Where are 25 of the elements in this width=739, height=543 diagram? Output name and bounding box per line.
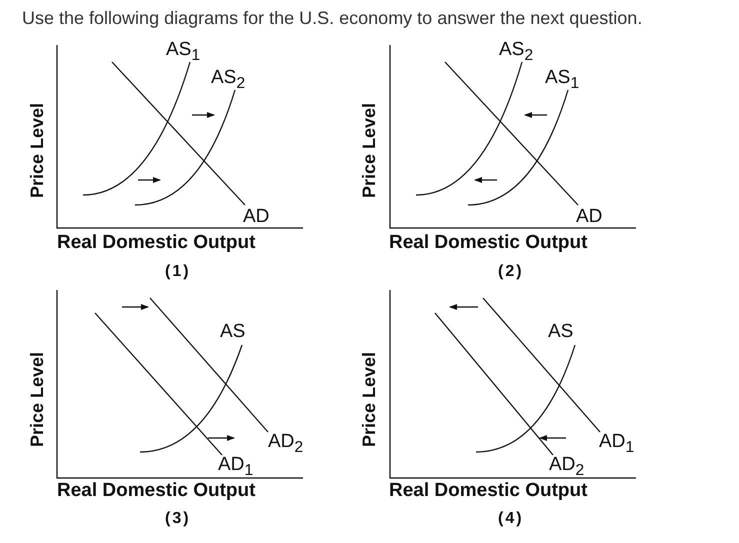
curve-label: AD$_{1}$ <box>599 432 634 456</box>
axis-label: Real Domestic Output <box>389 233 588 252</box>
curve-label: AD$_{2}$ <box>268 432 304 456</box>
curve-label: AS$_{2}$ <box>211 68 246 92</box>
panel-number: (3) <box>165 511 191 527</box>
panel-number: (2) <box>498 264 524 280</box>
curve-label: AS$_{1}$ <box>545 68 580 92</box>
curve-label: AD <box>243 207 270 226</box>
curve-label: AS <box>220 322 246 341</box>
axis-label: Real Domestic Output <box>389 481 588 500</box>
axis-label: Real Domestic Output <box>57 233 256 252</box>
curve-label: AS <box>548 322 574 341</box>
axis-label: Real Domestic Output <box>57 481 256 500</box>
axis-label: Price Level <box>28 352 46 447</box>
axis-label: Price Level <box>360 352 378 447</box>
question-text: Use the following diagrams for the U.S. economy to answer the next question. <box>22 8 642 29</box>
curve-label: AD <box>576 207 602 226</box>
axis-label: Price Level <box>28 102 46 198</box>
curve-label: AS$_{1}$ <box>166 40 200 64</box>
curve-label: AS$_{2}$ <box>499 40 534 64</box>
curve-label: AD$_{1}$ <box>218 455 254 479</box>
panel-number: (1) <box>165 264 191 280</box>
panel-number: (4) <box>498 511 524 527</box>
axis-label: Price Level <box>360 102 378 198</box>
curve-label: AD$_{2}$ <box>549 455 584 479</box>
